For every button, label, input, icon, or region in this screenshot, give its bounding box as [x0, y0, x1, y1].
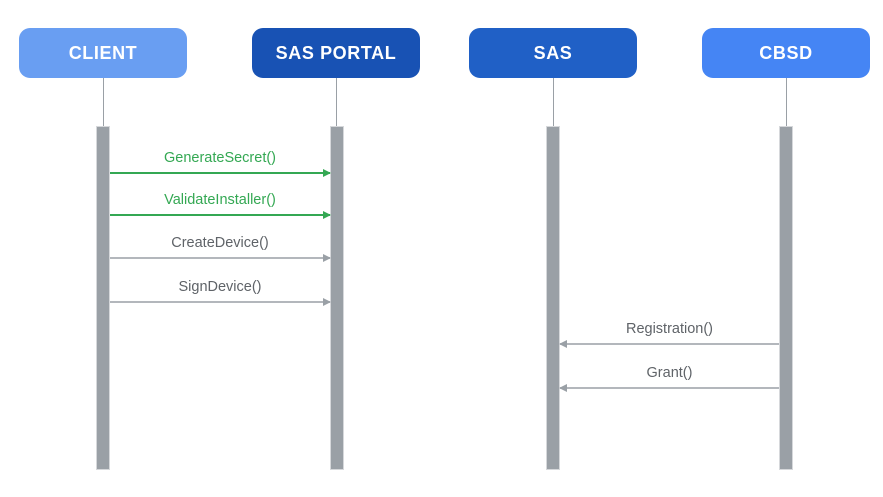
actor-label-client: CLIENT — [68, 42, 138, 63]
message-sign-device: SignDevice() — [110, 277, 331, 306]
message-registration: Registration() — [559, 319, 779, 348]
message-generate-secret: GenerateSecret() — [110, 148, 331, 177]
lifeline-stem-sas-portal — [336, 78, 337, 126]
message-label: GenerateSecret() — [163, 150, 277, 166]
message-label: ValidateInstaller() — [164, 192, 276, 208]
actor-box-cbsd: CBSD — [702, 28, 870, 78]
message-line — [110, 172, 330, 174]
message-create-device: CreateDevice() — [110, 233, 331, 262]
message-label: Grant() — [646, 365, 693, 381]
arrow-left-icon — [559, 340, 567, 348]
arrow-left-icon — [559, 384, 567, 392]
lifeline-stem-sas — [553, 78, 554, 126]
message-line — [560, 387, 779, 389]
actor-box-client: CLIENT — [19, 28, 187, 78]
actor-label-sas-portal: SAS PORTAL — [275, 42, 397, 63]
actor-label-cbsd: CBSD — [759, 42, 813, 63]
lifeline-stem-cbsd — [786, 78, 787, 126]
message-line — [110, 257, 330, 259]
activation-bar-sas — [546, 126, 560, 470]
arrow-right-icon — [323, 169, 331, 177]
activation-bar-client — [96, 126, 110, 470]
message-validate-installer: ValidateInstaller() — [110, 190, 331, 219]
arrow-right-icon — [323, 298, 331, 306]
message-line — [110, 214, 330, 216]
activation-bar-sas-portal — [330, 126, 344, 470]
actor-label-sas: SAS — [533, 42, 573, 63]
message-line — [110, 301, 330, 303]
lifeline-stem-client — [103, 78, 104, 126]
message-grant: Grant() — [559, 363, 779, 392]
message-label: SignDevice() — [178, 279, 262, 295]
message-label: Registration() — [625, 321, 714, 337]
actor-box-sas-portal: SAS PORTAL — [252, 28, 420, 78]
activation-bar-cbsd — [779, 126, 793, 470]
actor-box-sas: SAS — [469, 28, 637, 78]
arrow-right-icon — [323, 211, 331, 219]
message-label: CreateDevice() — [171, 235, 269, 251]
arrow-right-icon — [323, 254, 331, 262]
message-line — [560, 343, 779, 345]
